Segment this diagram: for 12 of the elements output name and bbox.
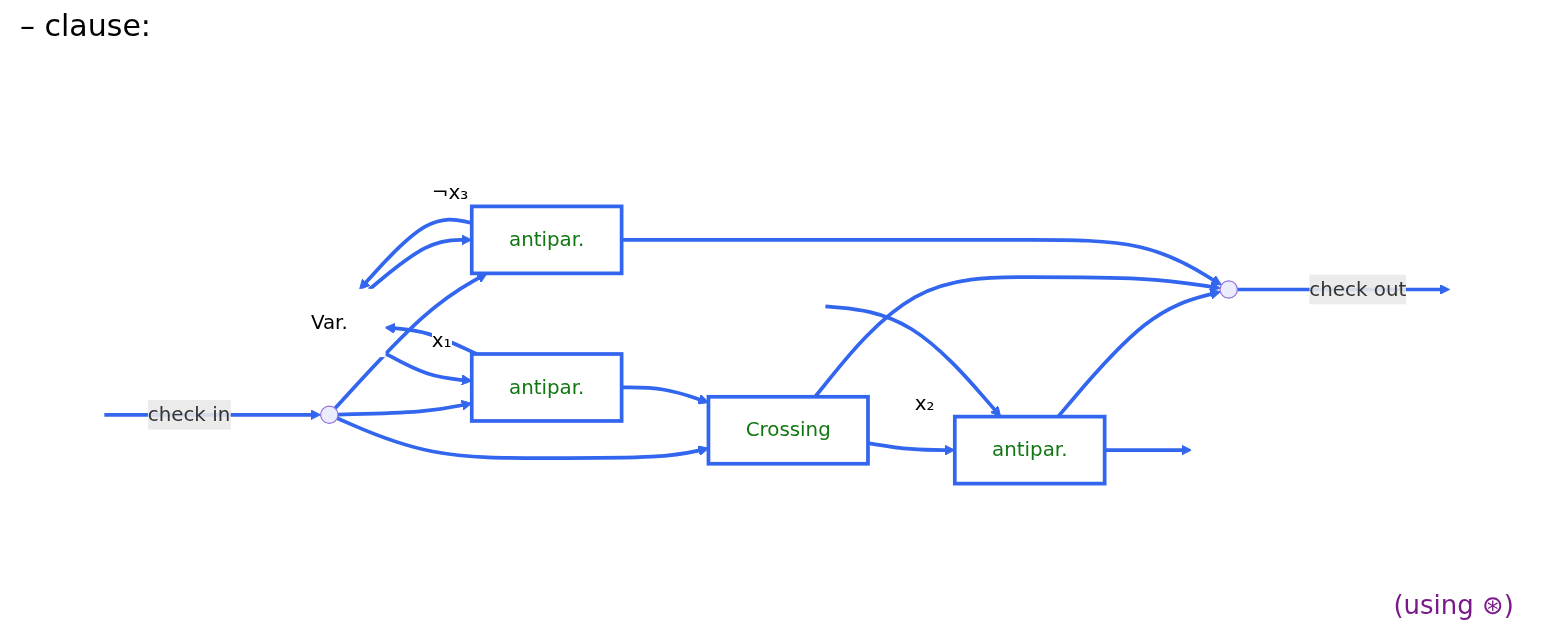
node-box: Crossing	[706, 394, 870, 466]
edge-label: check in	[147, 402, 231, 426]
arrow	[384, 322, 478, 356]
node-box: antipar.	[469, 352, 624, 423]
node-box: antipar.	[952, 414, 1107, 486]
node-circle	[320, 405, 339, 425]
node-circle	[1219, 280, 1238, 299]
node-box: antipar.	[469, 204, 624, 276]
edge-label: check out	[1309, 277, 1407, 301]
node-text: Var.	[310, 310, 348, 335]
diagram-title: – clause:	[20, 8, 151, 43]
note-text: (using ⊛)	[1393, 590, 1514, 620]
